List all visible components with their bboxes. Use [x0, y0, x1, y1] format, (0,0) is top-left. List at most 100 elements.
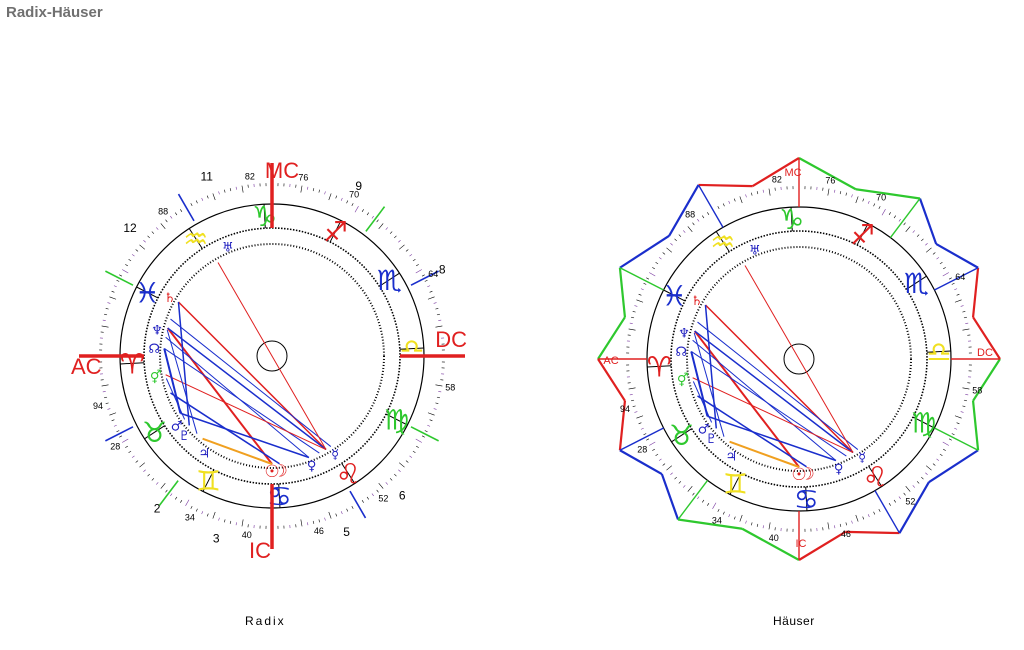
degree-tick — [951, 433, 955, 436]
angle-label: DC — [977, 347, 993, 359]
zodiac-sign-divider — [188, 228, 203, 249]
degree-tick — [683, 230, 686, 233]
degree-tick — [102, 391, 106, 393]
degree-tick — [888, 212, 891, 215]
zodiac-sign-icon: ♍ — [911, 407, 936, 440]
house-cusp-line — [677, 479, 709, 520]
degree-tick — [638, 293, 642, 296]
house-number: 9 — [355, 179, 362, 193]
degree-tick — [318, 519, 320, 523]
degree-tick — [951, 282, 955, 285]
aspect-line — [693, 332, 725, 437]
zodiac-sign-icon: ♑ — [779, 203, 804, 236]
degree-tick — [324, 191, 326, 195]
degree-label: 76 — [825, 176, 835, 186]
degree-tick — [415, 269, 422, 274]
house-star-edge — [972, 358, 1001, 402]
planet-icon: ☿ — [331, 447, 339, 462]
aspect-line — [692, 377, 854, 453]
degree-tick — [104, 396, 108, 399]
degree-tick — [128, 259, 132, 262]
degree-tick — [328, 511, 332, 519]
degree-tick — [925, 247, 932, 253]
degree-tick — [101, 325, 109, 328]
aspect-line — [166, 329, 198, 434]
degree-tick — [965, 322, 969, 324]
degree-tick — [739, 196, 743, 204]
zodiac-sign-icon: ♎ — [399, 333, 424, 366]
degree-tick — [101, 384, 109, 387]
house-star-edge — [798, 157, 857, 191]
degree-tick — [756, 523, 759, 527]
degree-tick — [354, 206, 359, 213]
aspect-line — [694, 330, 854, 454]
degree-tick — [867, 514, 870, 518]
degree-label: 52 — [378, 494, 388, 504]
house-cusp-line — [619, 427, 664, 451]
house-number: 11 — [200, 170, 213, 184]
degree-tick — [683, 485, 686, 488]
degree-tick — [421, 435, 425, 438]
degree-tick — [389, 231, 393, 234]
degree-tick — [385, 482, 388, 485]
degree-tick — [960, 411, 964, 413]
degree-tick — [834, 525, 836, 529]
degree-tick — [658, 458, 662, 461]
angle-label: MC — [784, 167, 801, 179]
degree-tick — [151, 478, 155, 481]
house-star-edge — [618, 267, 627, 318]
degree-tick — [170, 215, 173, 219]
zodiac-sign-icon: ♓ — [135, 276, 160, 309]
degree-tick — [104, 313, 108, 316]
degree-tick — [666, 465, 673, 471]
degree-tick — [728, 514, 731, 518]
degree-tick — [427, 412, 435, 416]
house-number: 3 — [213, 532, 220, 546]
angle-label: MC — [265, 158, 299, 183]
zodiac-sign-divider — [729, 472, 742, 495]
planet-icon: ♂ — [698, 422, 710, 437]
aspect-line — [697, 321, 859, 450]
degree-tick — [745, 520, 747, 524]
zodiac-sign-divider — [144, 425, 165, 440]
degree-tick — [956, 293, 960, 296]
degree-tick — [394, 473, 397, 477]
degree-tick — [412, 259, 416, 262]
degree-tick — [839, 523, 842, 527]
degree-tick — [646, 277, 650, 280]
house-cusp-line — [365, 206, 386, 232]
degree-tick — [300, 185, 303, 193]
degree-tick — [903, 222, 906, 226]
degree-tick — [963, 399, 967, 402]
house-star-edge — [898, 481, 930, 534]
degree-tick — [416, 445, 419, 448]
aspect-line — [690, 351, 709, 417]
degree-tick — [131, 455, 135, 458]
degree-tick — [201, 197, 204, 201]
degree-label: 58 — [972, 385, 982, 395]
aspect-ring — [686, 246, 912, 472]
zodiac-sign-divider — [926, 350, 951, 353]
degree-tick — [692, 222, 695, 226]
degree-tick — [962, 311, 966, 313]
degree-tick — [707, 212, 710, 215]
aspect-line — [180, 412, 310, 459]
degree-tick — [965, 394, 969, 396]
degree-tick — [636, 415, 644, 419]
degree-tick — [702, 499, 705, 503]
planet-icon: ♇ — [705, 432, 717, 447]
degree-tick — [366, 496, 369, 500]
degree-label: 94 — [93, 401, 103, 411]
degree-tick — [733, 516, 736, 520]
degree-label: 28 — [110, 442, 120, 452]
degree-tick — [649, 441, 656, 446]
degree-tick — [936, 257, 940, 260]
degree-tick — [175, 212, 178, 216]
planet-icon: ♀ — [307, 459, 317, 474]
degree-tick — [707, 503, 710, 506]
zodiac-sign-divider — [647, 365, 672, 368]
degree-tick — [873, 203, 876, 207]
house-cusp-line — [105, 426, 134, 442]
